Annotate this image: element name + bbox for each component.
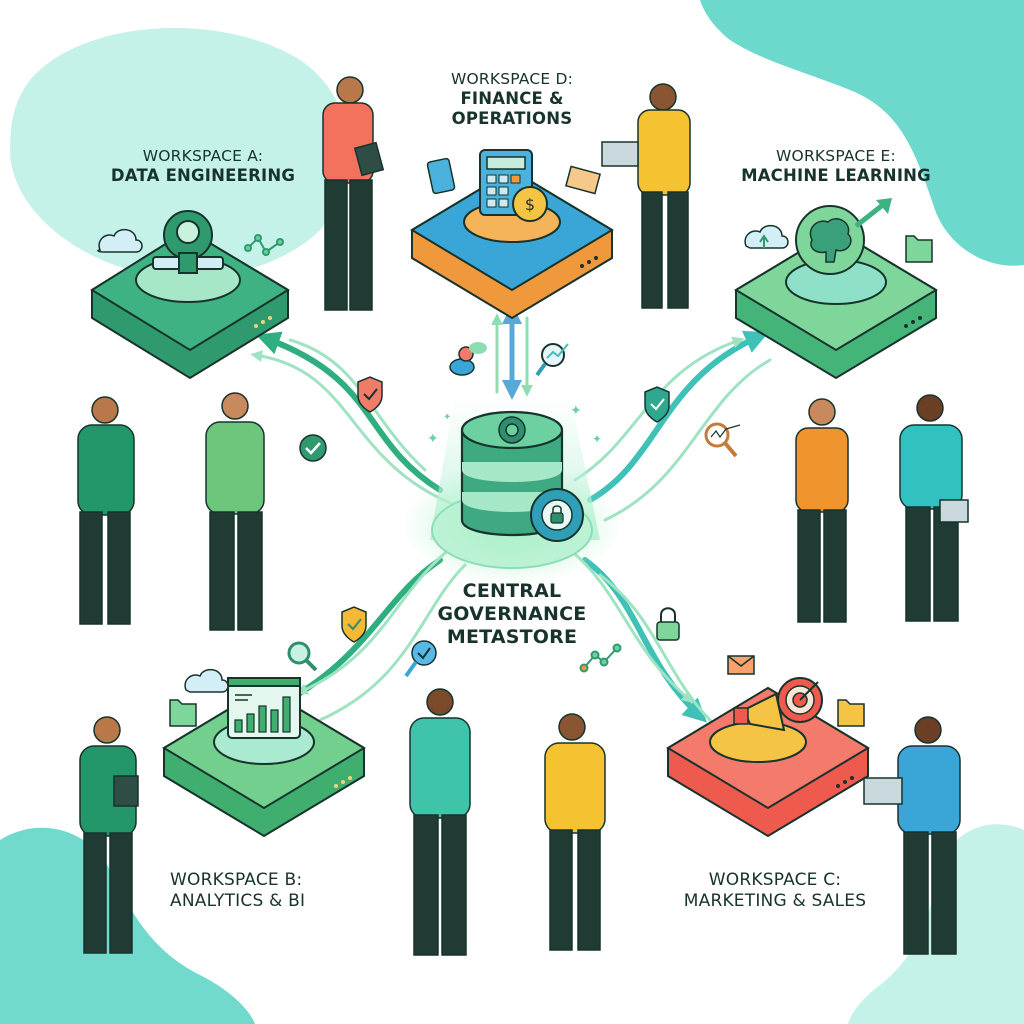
workspace-c-subtitle: MARKETING & SALES [683, 890, 867, 911]
megaphone-target-icon [733, 677, 823, 732]
svg-text:✦: ✦ [570, 403, 582, 419]
folder-icon [169, 699, 197, 727]
svg-text:✦: ✦ [592, 432, 602, 446]
svg-text:✦: ✦ [427, 431, 439, 447]
brain-growth-icon [795, 198, 892, 275]
person-teal-polo-man [899, 394, 969, 622]
cloud-icon [97, 228, 143, 253]
person-blue-shirt-laptop [863, 716, 961, 955]
person-green-blazer-woman [77, 396, 135, 625]
workspace-c-label: WORKSPACE C: MARKETING & SALES [660, 870, 890, 911]
workspace-c-title: WORKSPACE C: [708, 870, 842, 890]
cloud-upload-icon [744, 224, 789, 249]
folder-icon [837, 699, 865, 727]
workspace-b-label: WORKSPACE B: ANALYTICS & BI [170, 870, 390, 911]
person-orange-blouse-woman [795, 398, 849, 623]
line-graph-icon [244, 234, 284, 256]
person-teal-shirt-handshake [409, 688, 471, 956]
magnifier-graph-icon [704, 422, 741, 458]
padlock-icon [656, 607, 680, 641]
shield-check-icon [357, 376, 383, 413]
person-red-shirt-tablet [322, 76, 385, 311]
workspace-d-subtitle-line2: OPERATIONS [451, 109, 573, 129]
magnifier-trend-icon [535, 343, 569, 377]
person-yellow-blazer-laptop [601, 83, 691, 309]
shield-check-icon [644, 386, 670, 423]
workspace-d-subtitle-line1: FINANCE & [460, 88, 564, 108]
person-green-sweater-man [205, 392, 265, 631]
dollar-coin-icon: $ [512, 186, 548, 222]
line-graph-icon [579, 643, 622, 673]
workspace-e-label: WORKSPACE E: MACHINE LEARNING [716, 147, 956, 186]
cloud-upload-icon [184, 668, 229, 693]
people [77, 76, 969, 956]
small-calculator-icon [426, 157, 456, 195]
gear-icon [498, 416, 526, 444]
workspace-e-subtitle: MACHINE LEARNING [741, 165, 931, 185]
magnifier-check-icon [404, 640, 437, 678]
central-metastore[interactable]: ✦ ✦ ✦ ✦ [402, 395, 622, 585]
workspace-a-platform[interactable] [90, 210, 290, 380]
central-line2: GOVERNANCE [437, 602, 587, 625]
workspace-d-label: WORKSPACE D: FINANCE & OPERATIONS [412, 70, 612, 129]
connections [250, 304, 772, 732]
workspace-b-subtitle: ANALYTICS & BI [170, 890, 306, 911]
magnifier-icon [287, 641, 318, 672]
svg-text:✦: ✦ [443, 412, 451, 423]
shield-check-icon [341, 606, 367, 643]
gear-pipeline-icon [152, 210, 224, 274]
floating-icons [299, 342, 741, 678]
workspace-b-platform[interactable] [162, 641, 366, 838]
envelope-icon [727, 655, 755, 675]
central-metastore-label: CENTRAL GOVERNANCE METASTORE [412, 580, 612, 648]
workspace-d-title: WORKSPACE D: [450, 70, 574, 88]
workspace-d-platform[interactable]: $ [410, 149, 614, 320]
person-yellow-blazer-handshake [544, 713, 606, 951]
workspace-b-title: WORKSPACE B: [170, 870, 303, 890]
central-line1: CENTRAL [462, 580, 562, 602]
bar-chart-dashboard-icon [227, 677, 301, 739]
workspace-c-platform[interactable] [666, 655, 870, 838]
svg-text:$: $ [525, 195, 535, 214]
banknote-icon [565, 165, 601, 195]
folder-icon [905, 235, 933, 263]
central-line3: METASTORE [446, 625, 578, 648]
workspace-a-title: WORKSPACE A: [142, 147, 264, 165]
check-circle-icon [299, 434, 327, 462]
workspace-a-label: WORKSPACE A: DATA ENGINEERING [88, 147, 318, 186]
workspace-e-title: WORKSPACE E: [776, 147, 896, 165]
person-green-blazer-tablet [79, 716, 139, 954]
sparkle-icons: ✦ ✦ ✦ ✦ [427, 403, 602, 447]
user-search-icon [449, 342, 487, 376]
workspace-a-subtitle: DATA ENGINEERING [110, 165, 296, 185]
lock-gear-icon [530, 488, 584, 542]
workspace-e-platform[interactable] [734, 198, 938, 380]
